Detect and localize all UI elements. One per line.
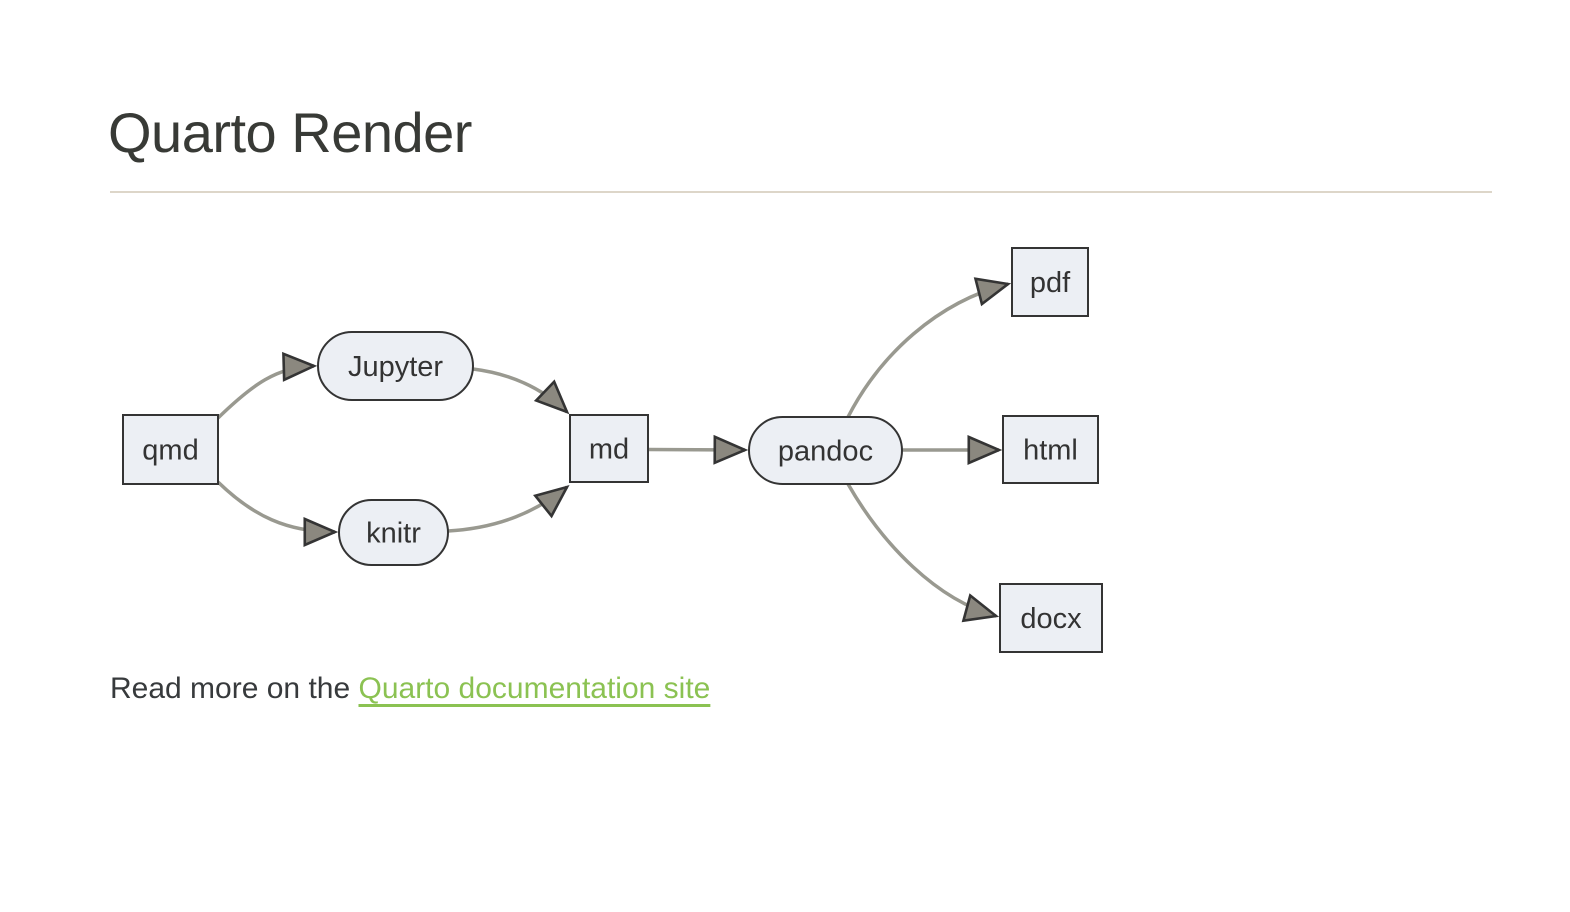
quarto-render-flowchart: qmd Jupyter knitr md pandoc: [105, 240, 1115, 670]
node-jupyter-label: Jupyter: [348, 351, 443, 383]
node-pandoc-shape: [748, 416, 903, 485]
edge-knitr-to-md: [447, 484, 570, 533]
edge-md-to-pandoc: [647, 434, 749, 465]
flowchart-edges: [216, 277, 1012, 623]
node-html: html: [1002, 415, 1099, 484]
node-md-label: md: [589, 434, 629, 466]
edge-jupyter-to-md: [472, 367, 570, 415]
quarto-documentation-link[interactable]: Quarto documentation site: [358, 672, 711, 705]
node-docx-label: docx: [1020, 603, 1082, 635]
node-md: md: [569, 414, 649, 483]
title-divider: [110, 191, 1492, 193]
node-docx: docx: [999, 583, 1103, 653]
node-knitr-label: knitr: [366, 518, 421, 550]
flowchart-nodes: qmd Jupyter knitr md pandoc: [122, 247, 1103, 653]
node-md-shape: [569, 414, 649, 483]
page-title: Quarto Render: [108, 101, 472, 164]
node-jupyter: Jupyter: [317, 331, 474, 401]
node-pdf: pdf: [1011, 247, 1089, 317]
node-knitr: knitr: [338, 499, 449, 566]
read-more-prefix: Read more on the: [110, 672, 359, 705]
node-pdf-shape: [1011, 247, 1089, 317]
node-qmd-label: qmd: [142, 435, 198, 467]
node-qmd-shape: [122, 414, 219, 485]
node-pandoc: pandoc: [748, 416, 903, 485]
flowchart-svg: qmd Jupyter knitr md pandoc: [122, 247, 1103, 653]
node-html-label: html: [1023, 435, 1078, 467]
node-qmd: qmd: [122, 414, 219, 485]
edge-qmd-to-jupyter: [216, 351, 318, 420]
node-pdf-label: pdf: [1030, 267, 1071, 299]
node-jupyter-shape: [317, 331, 474, 401]
read-more-text: Read more on the Quarto documentation si…: [110, 672, 710, 706]
edge-pandoc-to-pdf: [846, 277, 1012, 418]
node-knitr-shape: [338, 499, 449, 566]
node-docx-shape: [999, 583, 1103, 653]
edge-qmd-to-knitr: [216, 480, 339, 547]
node-html-shape: [1002, 415, 1099, 484]
node-pandoc-label: pandoc: [778, 436, 873, 468]
edge-pandoc-to-docx: [846, 483, 1000, 623]
